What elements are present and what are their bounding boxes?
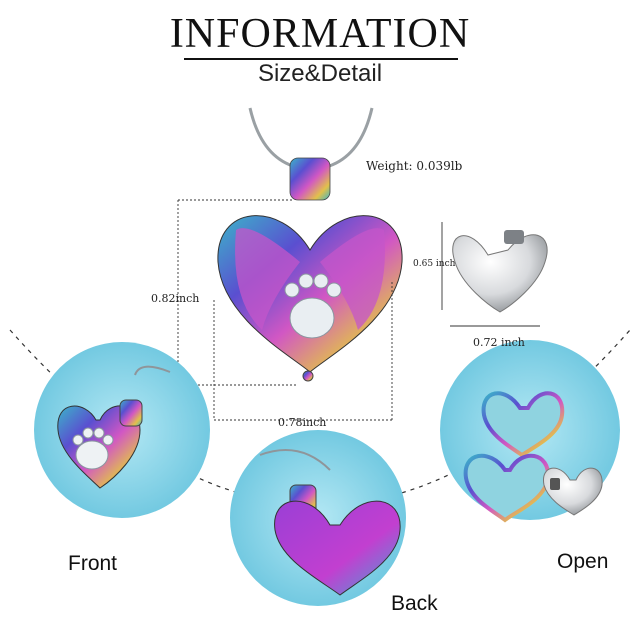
title-underline [184,58,458,60]
angel-wing-icon [235,228,385,330]
silver-heart-insert [452,230,548,313]
height-dimension-label: 0.82inch [151,292,200,305]
open-heart-locket-icon [463,391,603,523]
back-heart-locket-icon [259,449,401,596]
front-view-label: Front [68,552,118,575]
page-title: INFORMATION [169,11,471,57]
width-dimension-label: 0.78inch [278,416,327,429]
back-view-label: Back [391,592,438,615]
heart-locket-icon [217,215,403,382]
page-subtitle: Size&Detail [257,60,383,87]
weight-label: Weight: 0.039lb [366,159,463,173]
locket-bail [289,157,331,201]
insert-height-label: 0.65 inch [413,259,456,269]
dimension-lines [177,199,393,421]
insert-width-label: 0.72 inch [473,336,525,349]
open-view-label: Open [557,550,609,573]
paw-icon [284,273,342,339]
front-heart-locket-icon [57,365,171,489]
